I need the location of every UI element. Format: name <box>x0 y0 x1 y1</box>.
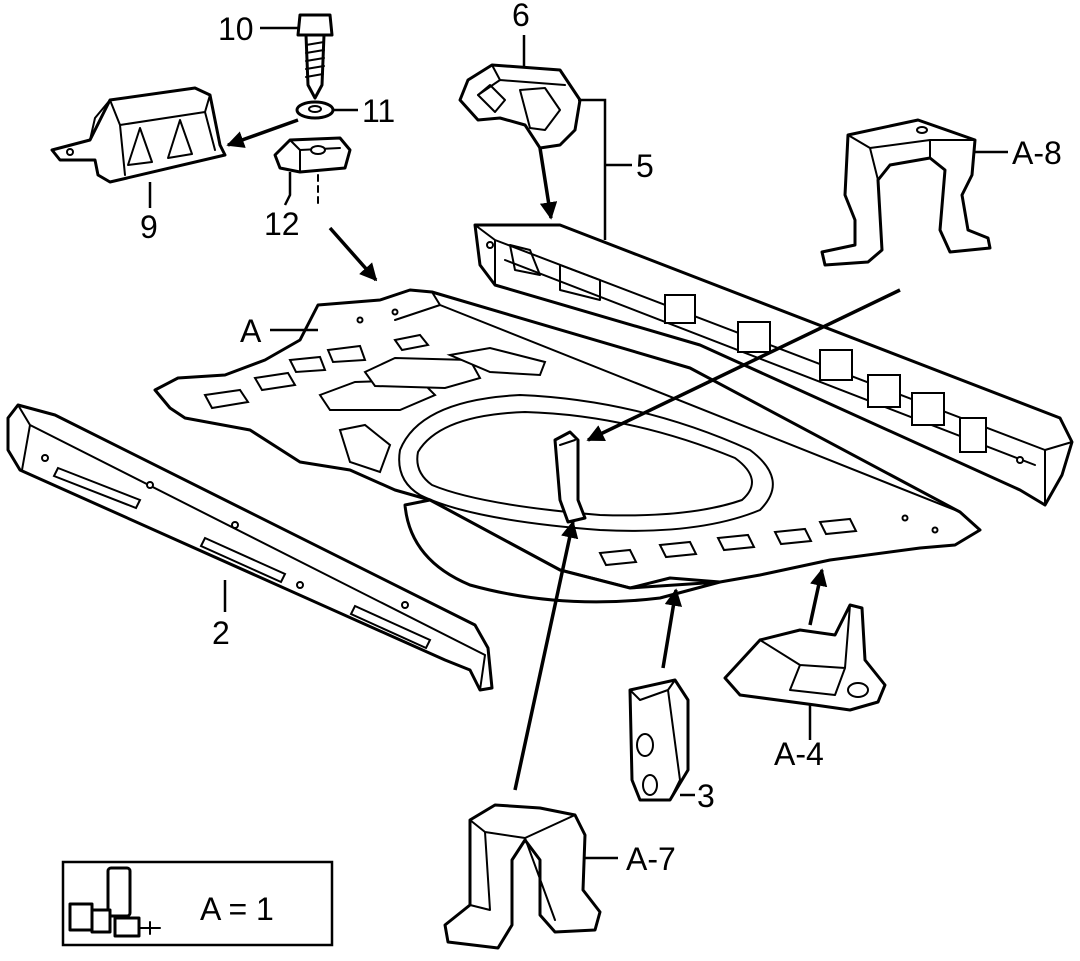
legend-box: A = 1 <box>61 860 334 947</box>
callout-2: 2 <box>212 615 230 651</box>
part-9-mount-bracket <box>50 86 299 208</box>
part-11-washer <box>295 100 358 120</box>
legend-text: A = 1 <box>200 891 274 927</box>
callout-a7: A-7 <box>626 841 676 877</box>
arrow-a7-to-floor <box>513 520 579 791</box>
part-12-nut-plate <box>273 136 352 206</box>
callout-12: 12 <box>264 206 300 242</box>
callout-11: 11 <box>362 93 395 129</box>
part-6-clip <box>458 35 582 220</box>
part-5-rear-rail <box>473 223 1074 507</box>
part-2-side-rail <box>6 403 494 692</box>
callout-a8: A-8 <box>1012 135 1062 171</box>
callout-3: 3 <box>697 778 715 814</box>
arrow-12-to-floor <box>328 226 378 282</box>
callout-a: A <box>240 313 262 349</box>
arrow-5-to-pin <box>586 288 901 442</box>
callout-a4: A-4 <box>774 736 824 772</box>
callout-9: 9 <box>140 209 158 245</box>
callout-6: 6 <box>512 0 530 33</box>
part-a4-gusset <box>723 603 887 740</box>
callout-5-leader <box>578 98 632 240</box>
part-a7-u-bracket <box>443 803 618 950</box>
fiat-parts-pack-icon <box>68 866 161 938</box>
part-3-plate <box>628 678 695 802</box>
part-a-floor-pan <box>153 288 982 604</box>
callout-10: 10 <box>218 11 254 47</box>
arrow-a4-to-floor <box>808 568 828 626</box>
part-a8-bracket <box>820 118 1008 267</box>
part-10-bolt <box>260 13 334 100</box>
callout-5: 5 <box>636 148 654 184</box>
arrow-3-to-floor <box>661 588 683 669</box>
